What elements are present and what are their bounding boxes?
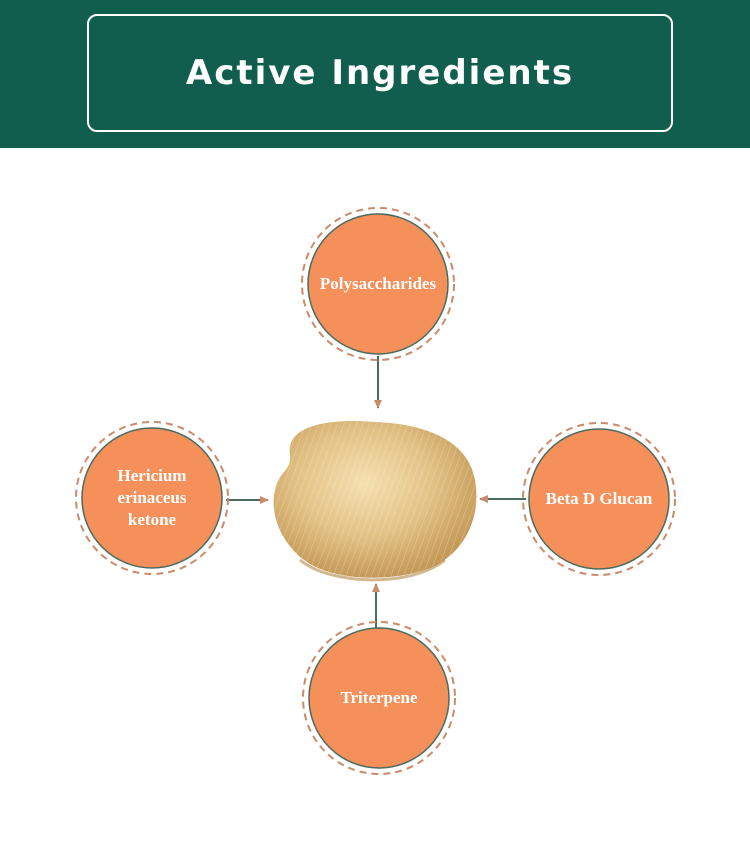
node-label-top: Polysaccharides xyxy=(319,274,437,293)
node-label-left: Hericium erinaceus ketone xyxy=(117,466,187,529)
lions-mane-mushroom-image xyxy=(273,420,477,582)
node-beta-d-glucan xyxy=(522,422,676,576)
node-polysaccharides xyxy=(301,207,455,361)
title-frame: Active Ingredients xyxy=(87,14,673,132)
node-label-right: Beta D Glucan xyxy=(545,489,653,508)
page-title: Active Ingredients xyxy=(185,53,575,93)
header-banner: Active Ingredients xyxy=(0,0,750,148)
node-label-bottom: Triterpene xyxy=(340,688,418,707)
node-hericium-erinaceus-ketone xyxy=(75,421,229,575)
node-triterpene xyxy=(302,621,456,775)
